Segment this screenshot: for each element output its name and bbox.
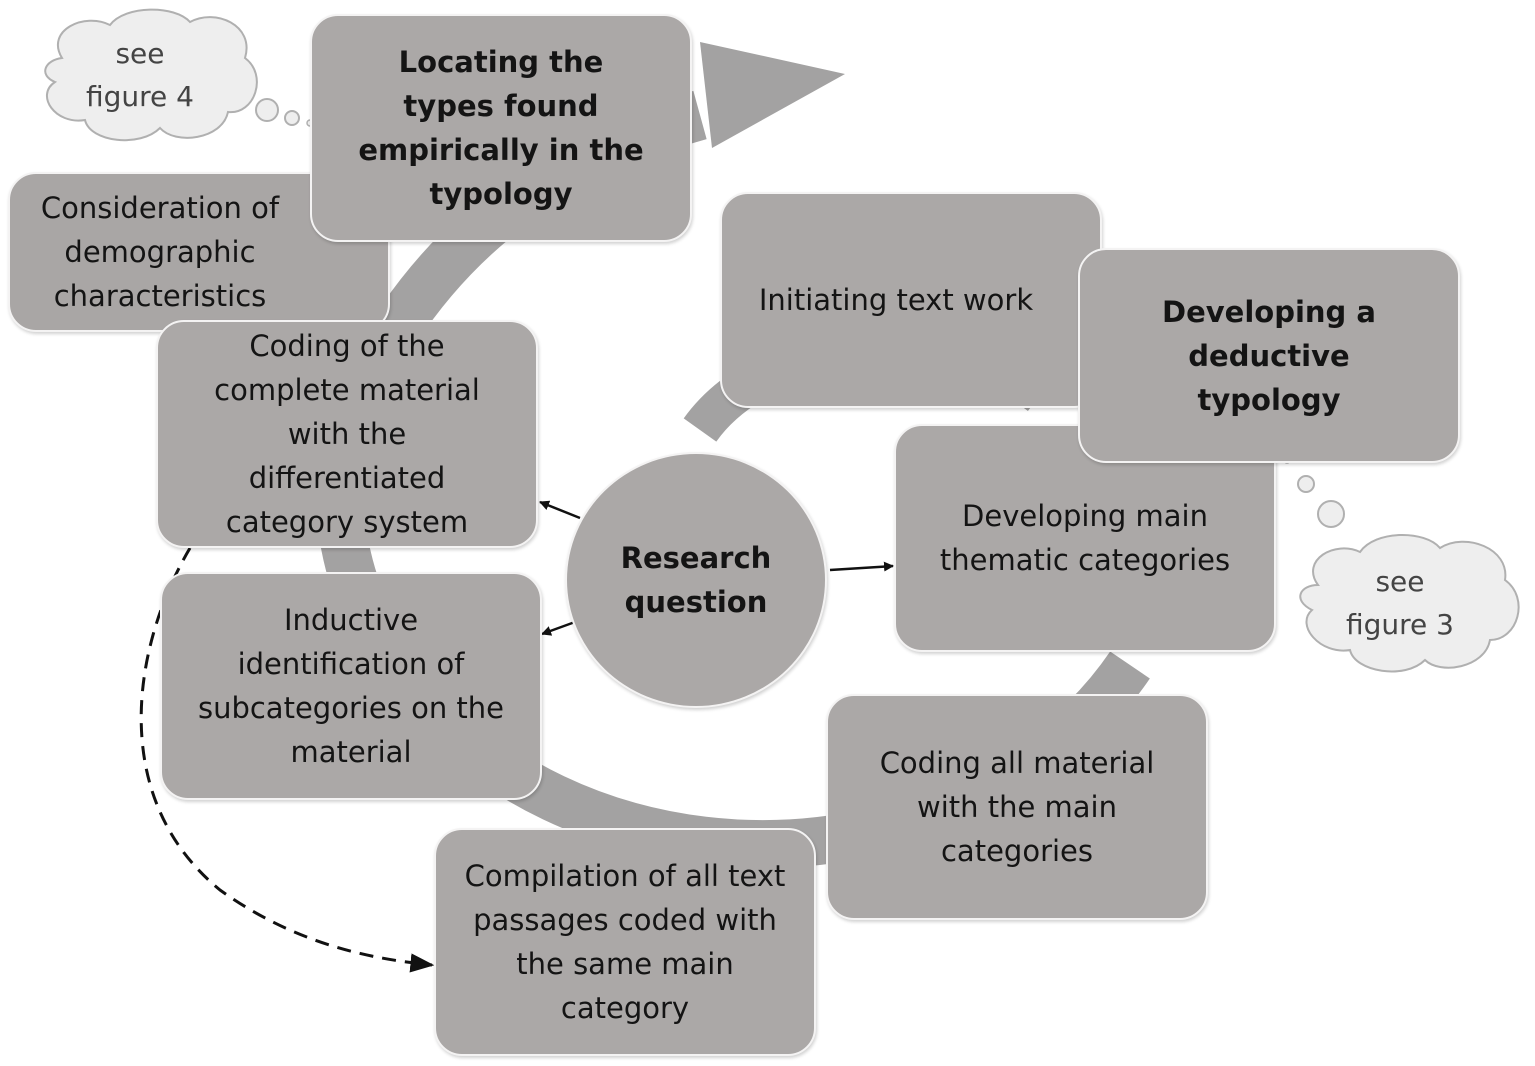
dashed-arrow: [139, 547, 435, 973]
research-question-label: Research question: [620, 541, 772, 619]
step-developing-main-label: Developing main thematic categories: [939, 499, 1231, 577]
cloud-figure-4: [44, 8, 314, 142]
arrow-to-developing-main: [829, 561, 894, 572]
step-coding-complete: Coding of the complete material with the…: [156, 320, 538, 548]
step-coding-all: Coding all material with the main catego…: [826, 694, 1208, 920]
step-inductive: Inductive identification of subcategorie…: [160, 572, 542, 800]
step-inductive-label: Inductive identification of subcategorie…: [197, 603, 505, 769]
step-locating: Locating the types found empirically in …: [310, 14, 692, 242]
step-locating-label: Locating the types found empirically in …: [358, 45, 644, 211]
step-developing-typology-label: Developing a deductive typology: [1162, 294, 1376, 417]
step-compilation: Compilation of all text passages coded w…: [434, 828, 816, 1056]
step-developing-typology: Developing a deductive typology: [1078, 248, 1460, 463]
step-coding-all-label: Coding all material with the main catego…: [879, 746, 1155, 868]
cloud-figure-3: [1283, 456, 1520, 673]
arrow-to-coding-complete: [539, 500, 581, 520]
research-question: Research question: [565, 452, 827, 708]
cloud-figure-3-label: see figure 3: [1320, 560, 1480, 646]
step-compilation-label: Compilation of all text passages coded w…: [464, 859, 786, 1025]
cloud-figure-4-label: see figure 4: [60, 32, 220, 118]
cloud-figure-4-line-2: figure 4: [86, 80, 194, 113]
arrow-to-inductive: [541, 620, 576, 636]
cloud-figure-3-line-1: see: [1375, 565, 1425, 598]
cycle-arrow-head: [700, 42, 845, 148]
step-initiating-label: Initiating text work: [758, 283, 1034, 317]
cloud-figure-4-line-1: see: [115, 37, 165, 70]
step-initiating: Initiating text work: [720, 192, 1102, 408]
step-coding-complete-label: Coding of the complete material with the…: [214, 329, 480, 539]
step-consideration-label: Consideration of demographic characteris…: [40, 191, 280, 313]
cloud-figure-3-line-2: figure 3: [1346, 608, 1454, 641]
